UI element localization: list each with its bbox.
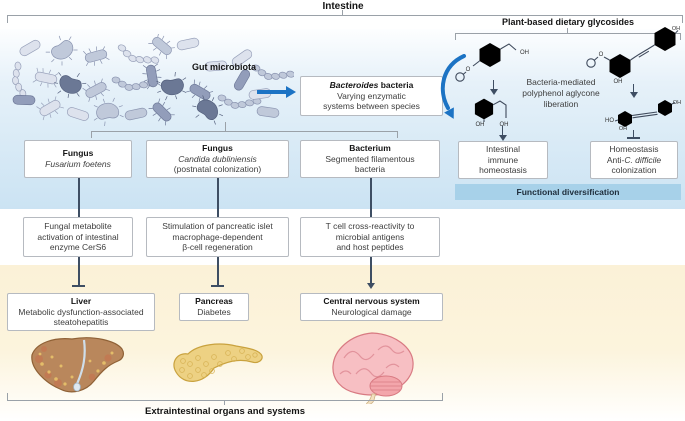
brain-illustration [332, 332, 414, 404]
liver-connector-line [78, 257, 80, 285]
gut-to-bacteroides-arrowhead [286, 85, 296, 98]
gut-to-bacteroides-arrow [257, 90, 286, 94]
cdifficile-inhibit-line [633, 130, 634, 137]
homeostasis-line2: Anti-C. difficile [606, 154, 662, 165]
candida-note: (postnatal colonization) [173, 164, 262, 175]
cns-connector-line [370, 257, 372, 283]
pancreas-connector-line [217, 257, 219, 285]
liver-condition: Metabolic dysfunction-associated steatoh… [18, 306, 144, 328]
immune-arrowhead [498, 135, 507, 141]
bacteroides-box: Bacteroides bacteria Varying enzymatic s… [300, 76, 443, 116]
extraintestinal-label: Extraintestinal organs and systems [145, 406, 305, 417]
sfb-connector [370, 178, 372, 217]
intestine-bracket-line [7, 15, 683, 16]
intestine-background [0, 29, 685, 209]
pancreas-name: Pancreas [195, 296, 233, 307]
left-chem-arrow-line [493, 80, 494, 89]
functional-diversification-banner: Functional diversification [455, 184, 681, 200]
intestinal-immune-homeostasis-box: Intestinal immune homeostasis [458, 141, 548, 179]
liver-name: Liver [70, 296, 92, 307]
intestine-bracket-right-tick [682, 15, 683, 23]
extraintestinal-bracket-right-tick [442, 393, 443, 400]
branch-line [91, 131, 398, 132]
right-chem-arrow-line [633, 84, 634, 92]
chem-label: HO [605, 118, 614, 124]
extraintestinal-bracket-center-tick [224, 400, 225, 405]
pancreas-condition: Diabetes [197, 307, 231, 317]
right-chem-arrowhead [629, 92, 638, 98]
bacteroides-box-title: Bacteroides bacteria [329, 80, 414, 91]
pancreas-connector-tbar [211, 285, 224, 287]
mechanism-tcell-text: T cell cross-reactivity to microbial ant… [325, 221, 415, 253]
intestine-bracket-left-tick [7, 15, 8, 23]
cns-connector-arrowhead [367, 283, 375, 289]
liver-connector-tbar [72, 285, 85, 287]
glycosides-bracket-line [455, 33, 681, 34]
gut-microbiota-illustration [10, 34, 294, 128]
glycosides-title: Plant-based dietary glycosides [501, 17, 635, 27]
pancreas-box: Pancreas Diabetes [179, 293, 249, 321]
pancreas-illustration [173, 343, 263, 382]
extraintestinal-bracket-line [7, 400, 443, 401]
homeostasis-line1: Homeostasis [609, 144, 659, 155]
branch-right-tick [397, 131, 398, 138]
chem-label: OH [520, 50, 529, 56]
mechanism-betacell-text: Stimulation of pancreatic islet macropha… [162, 221, 273, 253]
sfb-box: Bacterium Segmented filamentous bacteria [300, 140, 440, 178]
bacteroides-box-desc: Varying enzymatic systems between specie… [323, 90, 420, 112]
fusarium-connector [78, 178, 80, 217]
aglycone-structure-right: HO OH OH [605, 100, 681, 130]
homeostasis-anti-cdifficile-box: Homeostasis Anti-C. difficile colonizati… [590, 141, 678, 179]
extraintestinal-bracket-left-tick [7, 393, 8, 400]
candida-box: Fungus Candida dubliniensis (postnatal c… [146, 140, 289, 178]
bacteroides-to-glycosides-curved-arrow [440, 54, 466, 119]
intestine-label: Intestine [322, 1, 364, 12]
fusarium-box: Fungus Fusarium foetens [24, 140, 132, 178]
process-text: Bacteria-mediated polyphenol aglycone li… [522, 77, 600, 110]
mechanism-cers6-text: Fungal metabolite activation of intestin… [37, 221, 119, 253]
liver-box: Liver Metabolic dysfunction-associated s… [7, 293, 155, 331]
cns-condition: Neurological damage [331, 307, 412, 317]
candida-connector [217, 178, 219, 217]
candida-type: Fungus [202, 143, 233, 154]
chem-label: O [599, 52, 604, 58]
intestinal-immune-homeostasis-text: Intestinal immune homeostasis [479, 144, 527, 176]
glycoside-structure-left: OH O [455, 43, 529, 82]
cdifficile-inhibit-tbar [627, 137, 640, 139]
glycosides-bracket-left-tick [455, 33, 456, 40]
mechanism-cers6-box: Fungal metabolite activation of intestin… [23, 217, 133, 257]
mechanism-tcell-box: T cell cross-reactivity to microbial ant… [300, 217, 440, 257]
chem-label: OH [619, 126, 627, 130]
gut-microbiota-label: Gut microbiota [191, 62, 256, 72]
fusarium-name: Fusarium foetens [45, 159, 111, 169]
cns-name: Central nervous system [323, 296, 420, 307]
glycosides-bracket-center-tick [567, 28, 568, 33]
sfb-name: Segmented filamentous bacteria [325, 153, 415, 175]
sfb-type: Bacterium [349, 143, 391, 154]
fusarium-type: Fungus [62, 148, 94, 159]
left-chem-arrowhead [489, 89, 498, 95]
intestine-bracket-center-tick [342, 10, 343, 15]
immune-arrow-line [502, 126, 503, 135]
candida-name: Candida dubliniensis [178, 153, 257, 164]
chem-label: OH [476, 122, 485, 127]
chem-label: OH [673, 100, 681, 106]
branch-left-tick [91, 131, 92, 138]
glycosides-bracket-right-tick [680, 33, 681, 40]
chem-label: OH [500, 122, 509, 127]
chem-label: OH [614, 79, 623, 84]
glycoside-structure-right: O OH OH [586, 26, 680, 84]
chem-label: O [466, 67, 471, 73]
cns-box: Central nervous system Neurological dama… [300, 293, 443, 321]
mechanism-betacell-box: Stimulation of pancreatic islet macropha… [146, 217, 289, 257]
homeostasis-line3: colonization [611, 165, 657, 176]
liver-illustration [31, 337, 124, 393]
aglycone-structure-left: OH OH [474, 98, 509, 127]
branch-center-tick [225, 122, 226, 131]
chem-label: OH [672, 26, 680, 32]
